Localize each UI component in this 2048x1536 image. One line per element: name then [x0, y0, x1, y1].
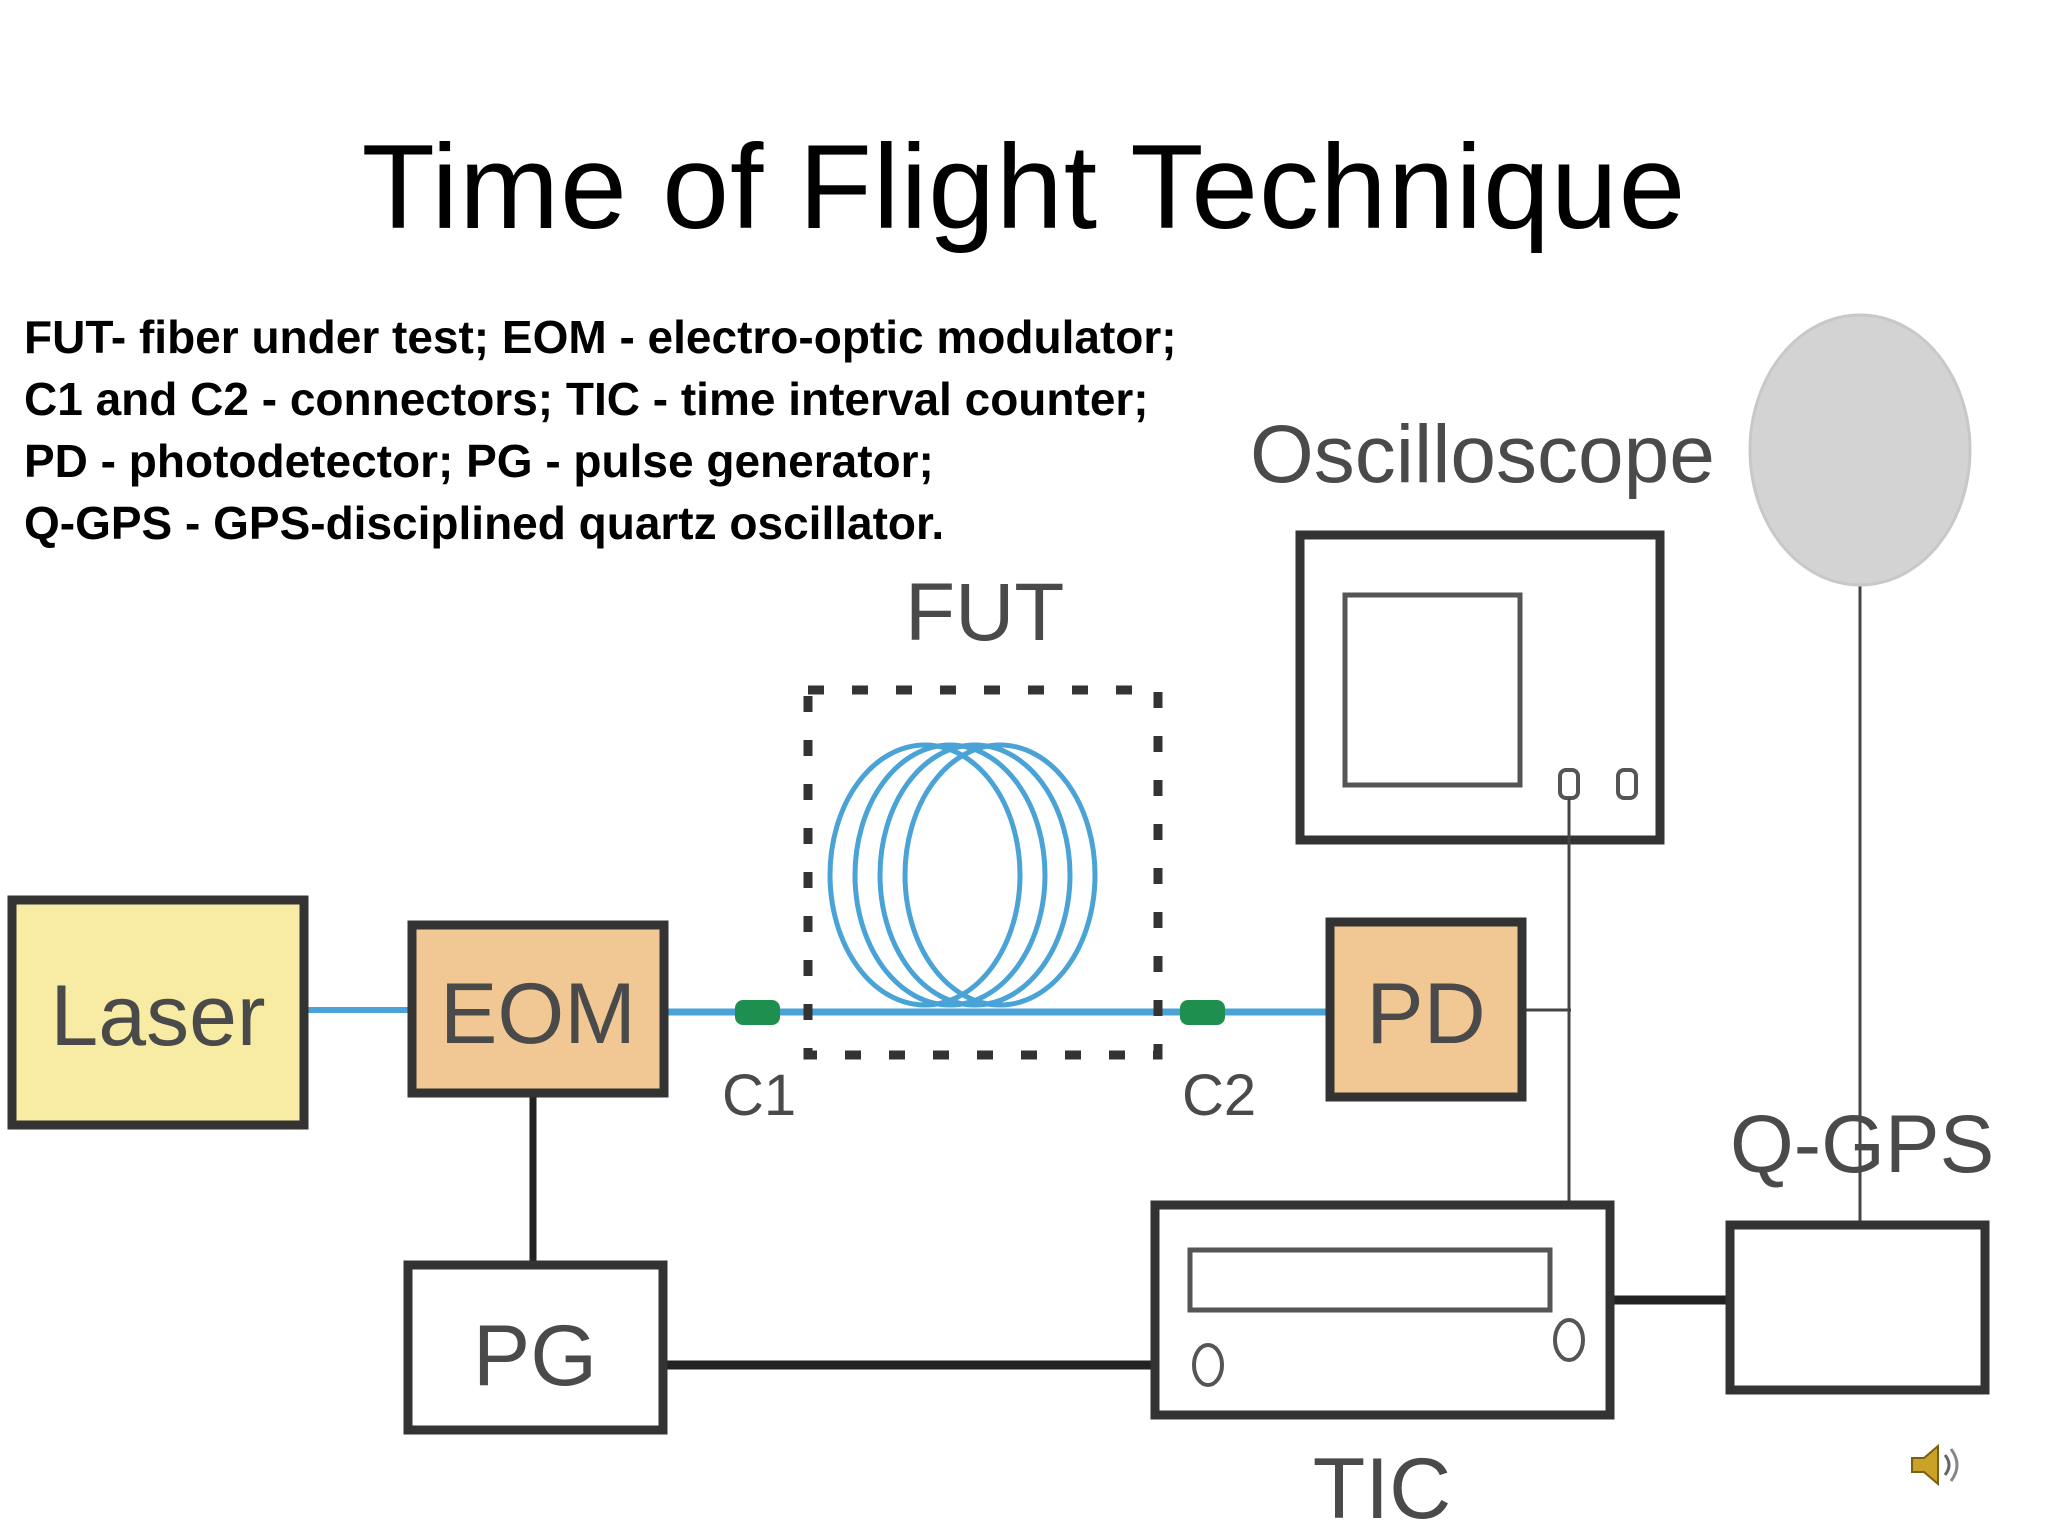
eom-label: EOM — [440, 966, 636, 1062]
gps-antenna — [1748, 313, 1972, 587]
legend-line-3: PD - photodetector; PG - pulse generator… — [24, 435, 934, 487]
pd-box — [1325, 917, 1527, 1102]
legend-block: FUT- fiber under test; EOM - electro-opt… — [24, 306, 1177, 554]
fut-boundary — [803, 685, 1163, 1060]
tic-port-1 — [1192, 1343, 1224, 1387]
pd-label: PD — [1366, 966, 1485, 1062]
tic-port-2 — [1553, 1318, 1585, 1362]
legend-line-1: FUT- fiber under test; EOM - electro-opt… — [24, 311, 1177, 363]
speaker-icon[interactable] — [1908, 1440, 1968, 1490]
c2-label: C2 — [1182, 1063, 1256, 1128]
slide-title: Time of Flight Technique — [361, 120, 1687, 254]
pg-box — [403, 1260, 668, 1435]
connector-c1 — [735, 1000, 780, 1025]
qgps-box — [1725, 1220, 1990, 1395]
oscilloscope-port-1 — [1558, 768, 1580, 800]
oscilloscope-label: Oscilloscope — [1250, 409, 1715, 500]
tic-label: TIC — [1313, 1441, 1452, 1536]
connector-c2 — [1180, 1000, 1225, 1025]
fut-label: FUT — [905, 567, 1064, 658]
oscilloscope-screen — [1342, 592, 1523, 788]
eom-box — [407, 920, 669, 1098]
fiber-coil — [827, 742, 1098, 1008]
legend-line-2: C1 and C2 - connectors; TIC - time inter… — [24, 373, 1149, 425]
c1-label: C1 — [722, 1063, 796, 1128]
tic-display — [1187, 1247, 1553, 1313]
laser-label: Laser — [50, 968, 265, 1064]
pg-label: PG — [473, 1308, 597, 1404]
laser-box — [7, 895, 309, 1130]
legend-line-4: Q-GPS - GPS-disciplined quartz oscillato… — [24, 497, 945, 549]
qgps-label: Q-GPS — [1730, 1099, 1994, 1190]
oscilloscope-port-2 — [1616, 768, 1638, 800]
